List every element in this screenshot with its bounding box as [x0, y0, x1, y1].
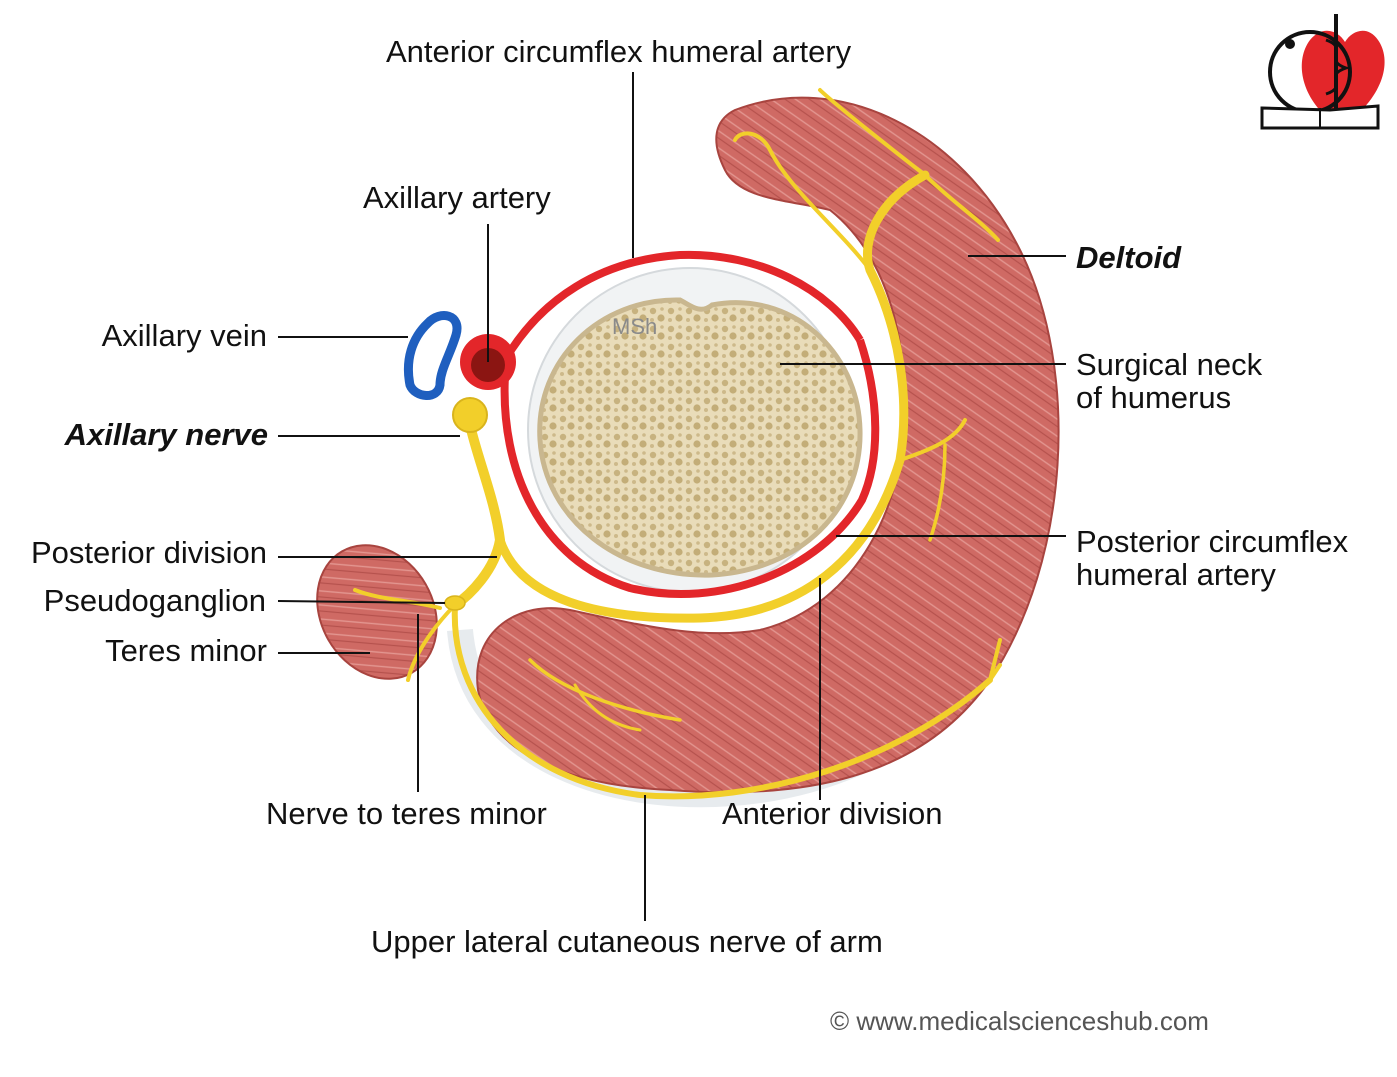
- label-posterior-circumflex-line2: humeral artery: [1076, 557, 1276, 592]
- label-deltoid: Deltoid: [1076, 240, 1182, 275]
- label-posterior-circumflex-line1: Posterior circumflex: [1076, 524, 1349, 559]
- label-axillary-artery: Axillary artery: [363, 180, 551, 215]
- pseudoganglion-swelling: [444, 595, 466, 611]
- humerus-bone: [537, 297, 863, 578]
- label-pseudoganglion: Pseudoganglion: [43, 583, 266, 618]
- label-nerve-to-teres-minor: Nerve to teres minor: [266, 796, 547, 831]
- teres-minor-muscle: [316, 544, 438, 680]
- anterior-circumflex-artery: [501, 250, 864, 363]
- label-posterior-division: Posterior division: [30, 535, 267, 570]
- axillary-nerve-tree: [353, 88, 1002, 800]
- label-axillary-nerve: Axillary nerve: [64, 417, 268, 452]
- label-surgical-neck-line1: Surgical neck: [1076, 347, 1263, 382]
- label-anterior-circumflex: Anterior circumflex humeral artery: [386, 34, 852, 69]
- axillary-artery-lumen: [471, 348, 505, 382]
- copyright-watermark: © www.medicalscienceshub.com: [830, 1006, 1209, 1036]
- label-axillary-vein: Axillary vein: [101, 318, 267, 353]
- label-teres-minor: Teres minor: [105, 633, 267, 668]
- label-anterior-division: Anterior division: [722, 796, 943, 831]
- logo-icon: [1260, 14, 1385, 130]
- posterior-circumflex-artery: [500, 338, 880, 599]
- bone-watermark: MSh: [612, 314, 658, 339]
- axillary-vein-vessel: [403, 311, 462, 400]
- axillary-nerve-stump: [452, 397, 488, 433]
- label-surgical-neck-line2: of humerus: [1076, 380, 1232, 415]
- leader-lines: [277, 72, 1066, 921]
- label-upper-lateral-cutaneous: Upper lateral cutaneous nerve of arm: [371, 924, 883, 959]
